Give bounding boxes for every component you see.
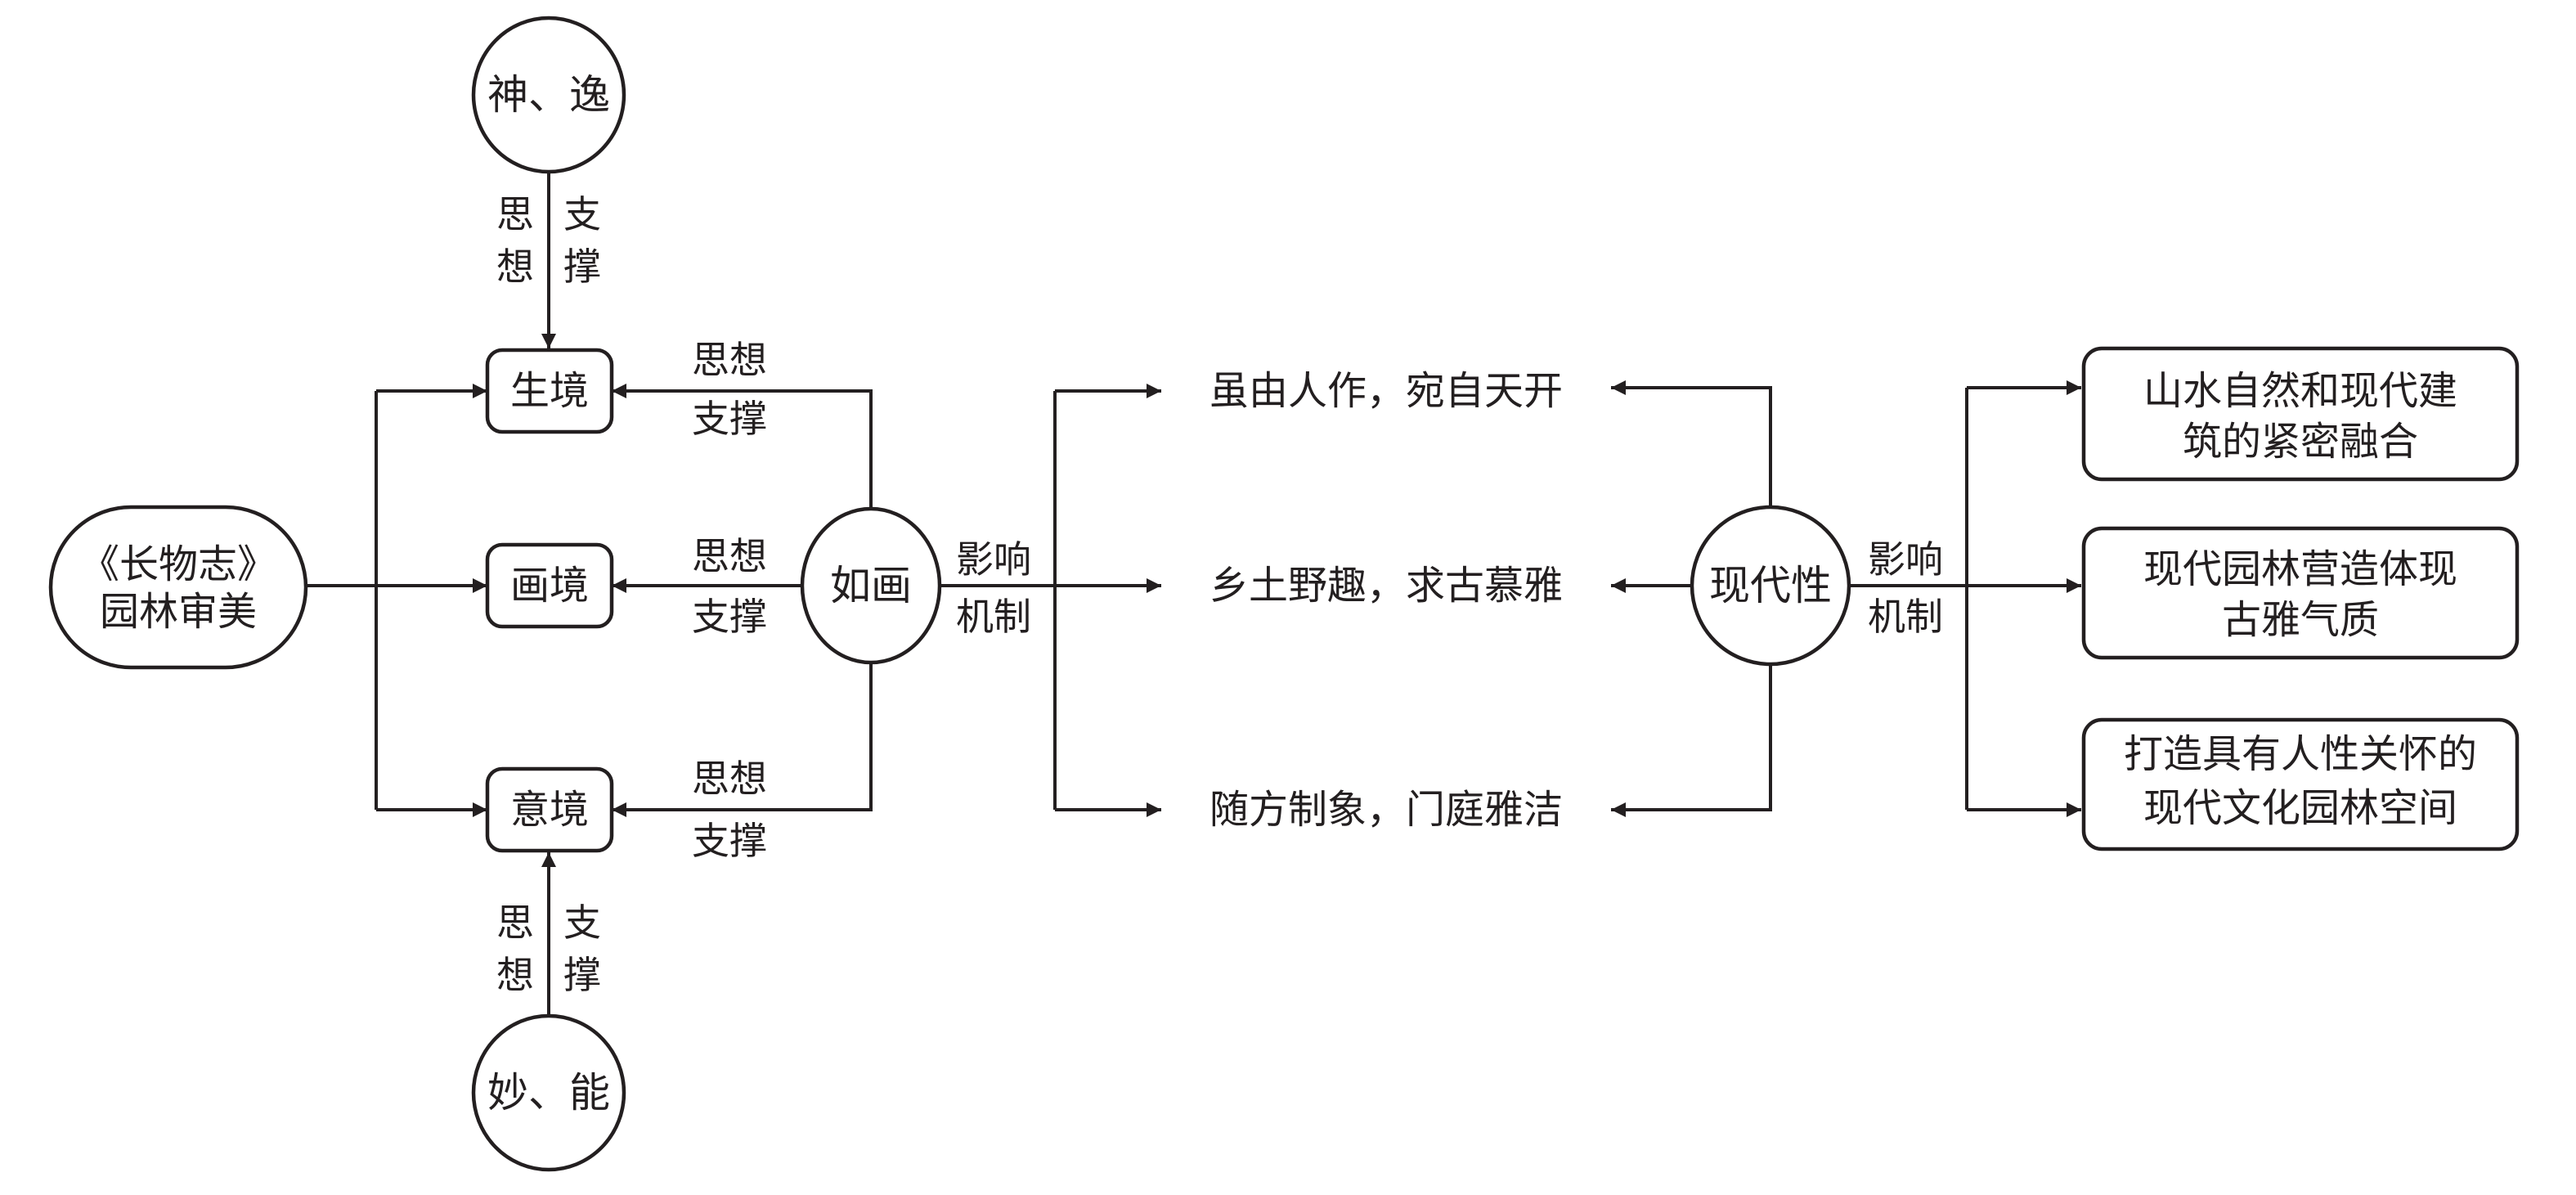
label-top-xiang: 想 xyxy=(496,245,534,289)
label-bottom-zhi: 支 xyxy=(563,901,601,945)
node-result3-line2: 现代文化园林空间 xyxy=(2143,785,2457,831)
node-huajing: 画境 xyxy=(485,542,614,629)
node-result3: 打造具有人性关怀的 现代文化园林空间 xyxy=(2081,717,2520,851)
node-shengjing: 生境 xyxy=(485,348,614,434)
node-shenyi-label: 神、逸 xyxy=(487,71,610,119)
node-principle3: 随方制象，门庭雅洁 xyxy=(1209,787,1563,833)
label-xiandaixing-jizhi: 机制 xyxy=(1868,595,1943,639)
node-miaoneng: 妙、能 xyxy=(471,1013,626,1172)
edge-xiandaixing-to-principle3 xyxy=(1611,664,1772,817)
node-ruhua: 如画 xyxy=(800,506,942,665)
label-bottom-xiang: 想 xyxy=(496,953,534,997)
label-shengjing-sixiang: 思想 xyxy=(692,338,767,382)
node-xiandaixing-label: 现代性 xyxy=(1709,562,1832,609)
node-result1-line1: 山水自然和现代建 xyxy=(2143,368,2457,414)
label-xiandaixing-yingxiang: 影响 xyxy=(1868,537,1943,582)
edge-xiandaixing-to-principle1 xyxy=(1611,380,1772,507)
edge-ruhua-to-shengjing xyxy=(612,384,873,509)
node-result1-line2: 筑的紧密融合 xyxy=(2183,419,2418,465)
node-principle2: 乡土野趣，求古慕雅 xyxy=(1209,563,1563,609)
node-result2-line1: 现代园林营造体现 xyxy=(2143,546,2457,592)
label-huajing-sixiang: 思想 xyxy=(692,534,767,578)
label-top-si: 思 xyxy=(496,192,534,236)
label-top-zhi: 支 xyxy=(563,192,601,236)
label-ruhua-yingxiang: 影响 xyxy=(956,537,1031,582)
node-result3-line1: 打造具有人性关怀的 xyxy=(2124,731,2477,777)
label-yijing-sixiang: 思想 xyxy=(692,757,767,801)
node-result2: 现代园林营造体现 古雅气质 xyxy=(2081,526,2520,660)
node-principle1: 虽由人作，宛自天开 xyxy=(1209,368,1563,414)
label-shengjing-zhicheng: 支撑 xyxy=(692,397,767,441)
edge-labels: 思 想 支 撑 思 想 支 撑 思想 支撑 思想 支撑 思想 支撑 影响 机制 … xyxy=(496,192,1943,997)
node-result2-line2: 古雅气质 xyxy=(2222,597,2379,643)
node-result1: 山水自然和现代建 筑的紧密融合 xyxy=(2081,346,2520,482)
node-yijing: 意境 xyxy=(485,766,614,853)
node-miaoneng-label: 妙、能 xyxy=(487,1069,610,1116)
node-changwuzhi-line2: 园林审美 xyxy=(100,589,257,635)
label-bottom-cheng: 撑 xyxy=(563,953,601,997)
connectors xyxy=(306,170,2081,1016)
node-xiandaixing: 现代性 xyxy=(1690,505,1851,667)
label-huajing-zhicheng: 支撑 xyxy=(692,595,767,639)
edge-ruhua-to-yijing xyxy=(612,664,873,817)
label-top-cheng: 撑 xyxy=(563,245,601,289)
node-changwuzhi-line1: 《长物志》 xyxy=(80,541,276,587)
node-changwuzhi: 《长物志》 园林审美 xyxy=(48,505,308,670)
node-shengjing-label: 生境 xyxy=(510,368,589,414)
node-shenyi: 神、逸 xyxy=(471,16,626,174)
node-ruhua-label: 如画 xyxy=(830,562,912,609)
label-ruhua-jizhi: 机制 xyxy=(956,595,1031,639)
node-huajing-label: 画境 xyxy=(510,563,589,609)
label-yijing-zhicheng: 支撑 xyxy=(692,819,767,863)
node-yijing-label: 意境 xyxy=(510,787,589,833)
label-bottom-si: 思 xyxy=(496,901,534,945)
